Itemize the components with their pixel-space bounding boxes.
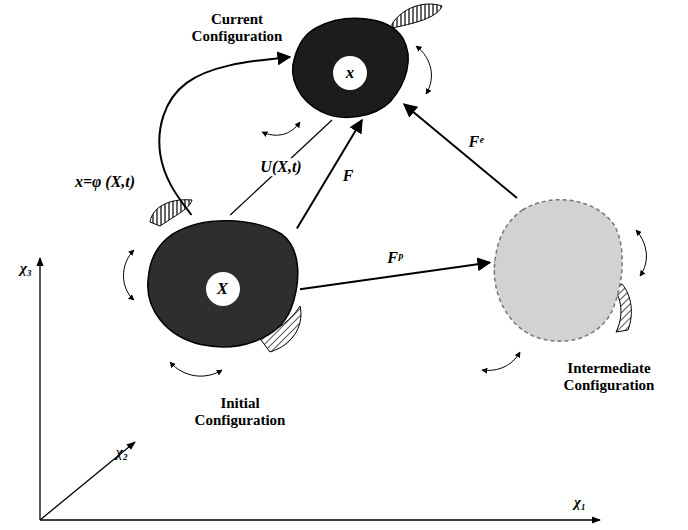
configuration-body: Intermediate Configuration xyxy=(490,195,625,345)
body-outline xyxy=(490,195,625,345)
configuration-body: Current Configurationx xyxy=(290,15,410,120)
boundary-patch xyxy=(392,4,442,28)
mapping-arrow xyxy=(300,263,490,290)
axis-label: χ₁ xyxy=(574,494,586,511)
axis-label: χ₂ xyxy=(116,444,128,461)
mapping-label: Fᵉ xyxy=(466,133,485,151)
mapping-arrow xyxy=(404,104,517,198)
configuration-label: Intermediate Configuration xyxy=(550,360,668,395)
configuration-body: Initial ConfigurationX xyxy=(145,215,300,350)
mapping-label: x=φ (X,t) xyxy=(73,173,137,191)
material-point: x xyxy=(333,56,367,90)
displacement-line xyxy=(230,120,332,215)
configuration-label: Current Configuration xyxy=(188,11,286,46)
mapping-label: Fᵖ xyxy=(385,249,405,267)
configuration-label: Initial Configuration xyxy=(190,395,290,430)
mapping-label: U(X,t) xyxy=(258,158,303,176)
mapping-arrow xyxy=(297,120,362,229)
material-point: X xyxy=(206,272,240,306)
mapping-label: F xyxy=(341,167,356,185)
axis-label: χ₃ xyxy=(20,260,32,277)
mapping-arrow xyxy=(159,57,290,215)
